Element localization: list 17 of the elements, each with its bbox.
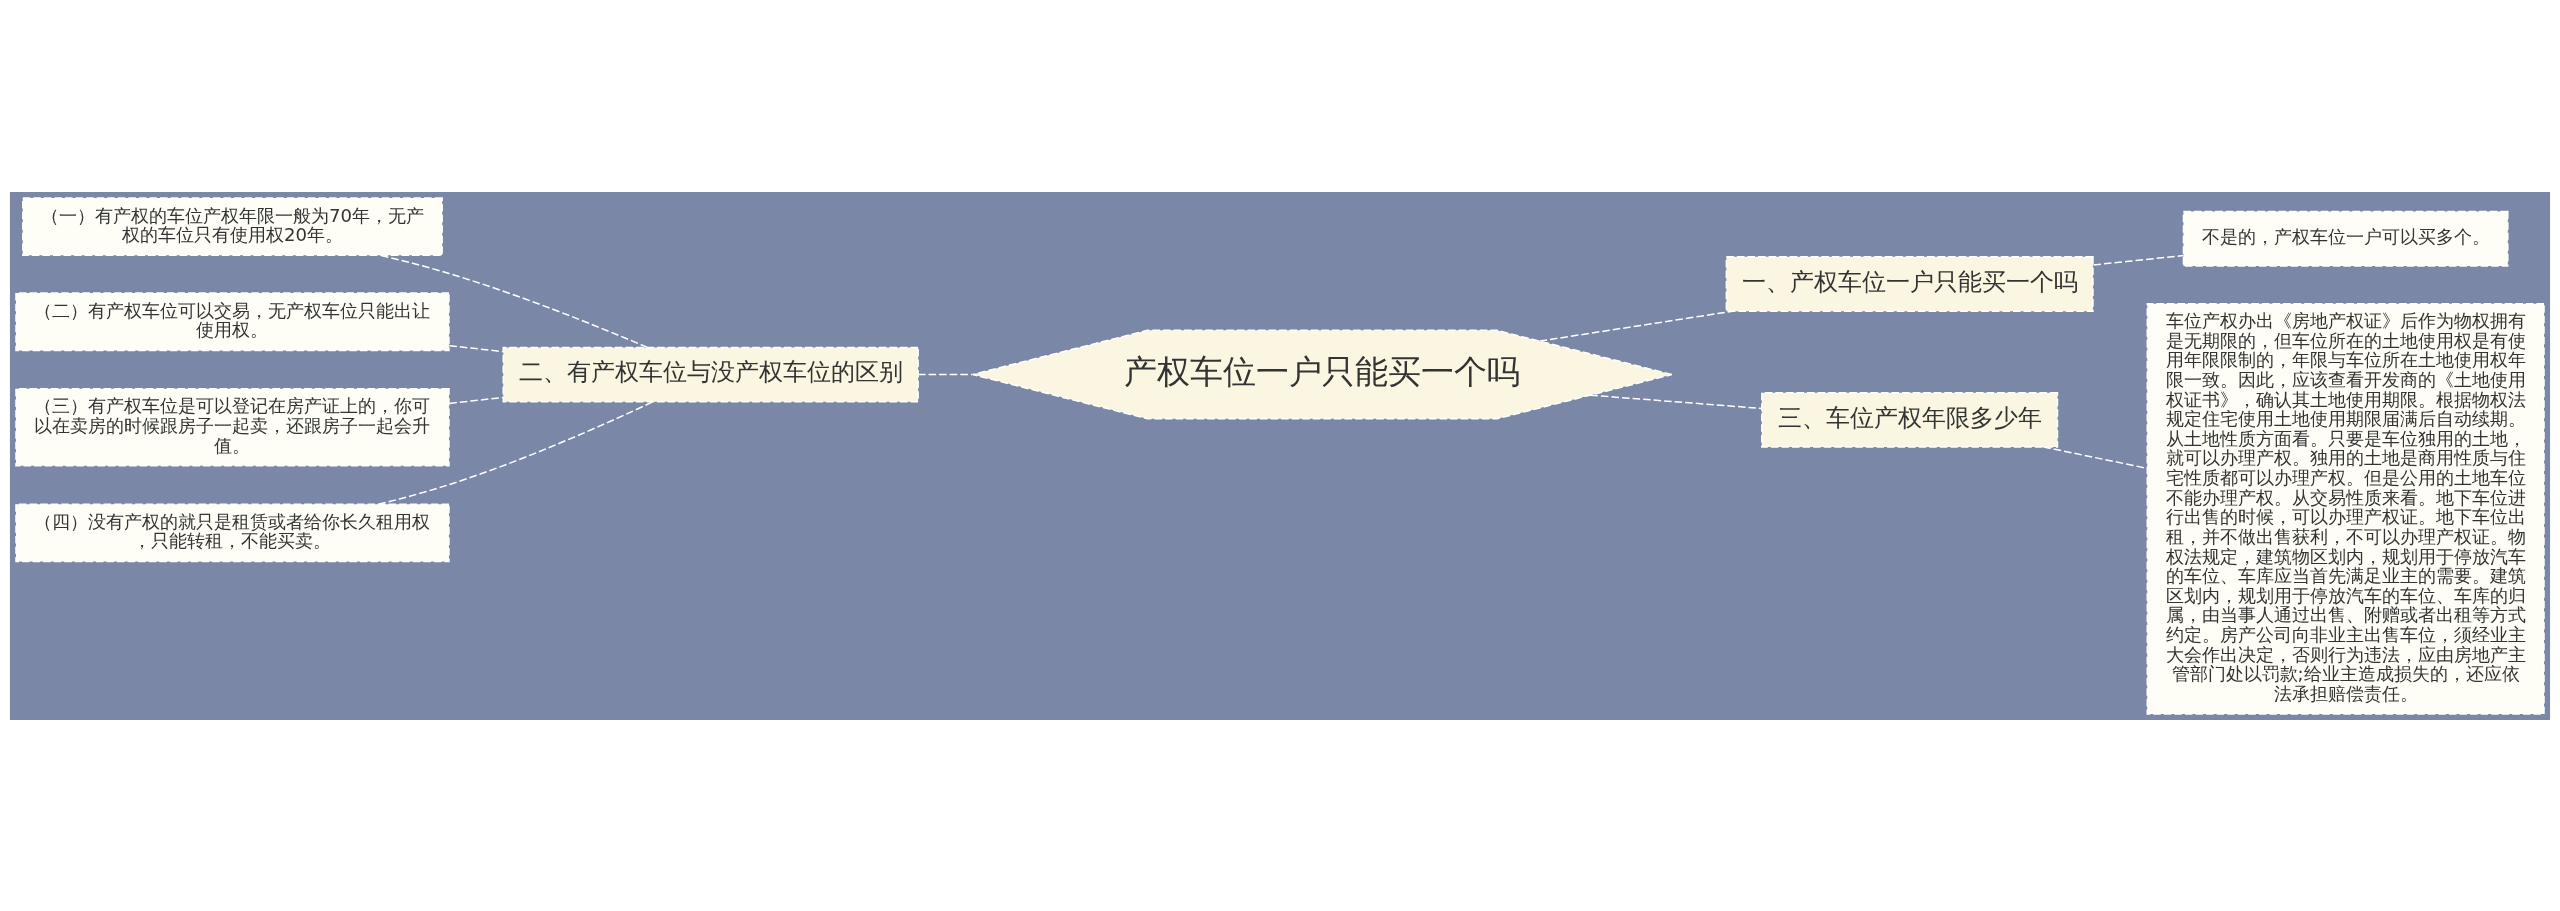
connector xyxy=(377,400,654,505)
node-box: 不是的，产权车位一户可以买多个。 xyxy=(2182,210,2509,267)
connector xyxy=(917,373,973,375)
connector xyxy=(380,254,648,348)
node-box: 三、车位产权年限多少年 xyxy=(1761,391,2059,448)
node-box: 车位产权办出《房地产权证》后作为物权拥有是无期限的，但车位所在的土地使用权是有使用年限限制的，年限与车位所在土地使用权年限一致。因此，应该查看开发商的《土地使用权证书》，确认其土地使用期限。根据物权法规定住宅使用土地使用期限届满后自动续期。从土地性质方面看。只要是车位独用的土地，就可以办理产权。独用的土地是商用性质与住宅性质都可以办理产权。但是公用的土地车位不能办理产权。从交易性质来看。地下车位进行出售的时候，可以办理产权证。地下车位出租，并不做出售获利，不可以办理产权证。物权法规定，建筑物区划内，规划用于停放汽车的车位、车库应当首先满足业主的需要。建筑区划内，规划用于停放汽车的车位、车库的归属，由当事人通过出售、附赠或者出租等方式约定。房产公司向非业主出售车位，须经业主大会作出决定，否则行为违法，应由房地产主管部门处以罚款;给业主造成损失的，还应依法承担赔偿责任。 xyxy=(2146,302,2545,715)
node-box: （三）有产权车位是可以登记在房产证上的，你可以在卖房的时候跟房子一起卖，还跟房子一起会升值。 xyxy=(15,387,450,467)
node-box: （一）有产权的车位产权年限一般为70年，无产权的车位只有使用权20年。 xyxy=(22,196,443,256)
connector xyxy=(448,344,504,352)
connector xyxy=(1538,309,1734,342)
node-box: （四）没有产权的就只是租赁或者给你长久租用权，只能转租，不能买卖。 xyxy=(15,503,450,562)
node-box: 一、产权车位一户只能买一个吗 xyxy=(1725,255,2094,312)
connector xyxy=(448,396,504,404)
connector xyxy=(2092,254,2185,266)
connector xyxy=(1589,393,1763,409)
node-box: （二）有产权车位可以交易，无产权车位只能出让使用权。 xyxy=(15,291,450,351)
node-box: 二、有产权车位与没产权车位的区别 xyxy=(502,346,919,402)
